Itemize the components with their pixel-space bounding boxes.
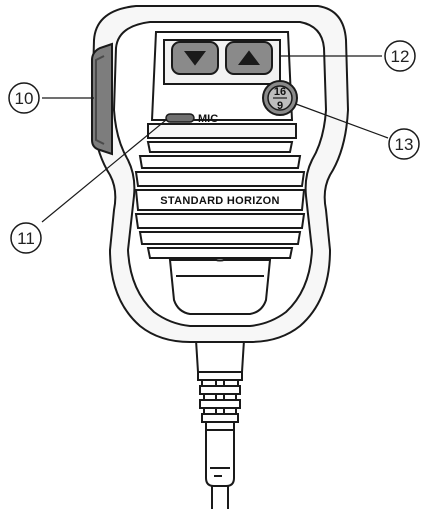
callout-10: 10 [8, 82, 40, 114]
triangle-up-icon [238, 50, 260, 65]
channel-16-9-button[interactable]: 16 9 [262, 80, 298, 116]
ptt-side-button[interactable] [91, 42, 113, 156]
mic-led [165, 113, 195, 123]
callout-13-label: 13 [395, 135, 414, 154]
callout-12-label: 12 [391, 47, 410, 66]
callout-11: 11 [10, 222, 42, 254]
channel-button-top-label: 16 [274, 86, 286, 98]
speaker-grille [134, 141, 306, 259]
callout-12: 12 [384, 40, 416, 72]
triangle-down-icon [184, 51, 206, 66]
cable [205, 427, 235, 509]
up-button[interactable] [225, 41, 273, 75]
strain-relief [194, 339, 246, 431]
callout-13: 13 [388, 128, 420, 160]
channel-button-bottom-label: 9 [277, 100, 283, 112]
mic-label: MIC [198, 113, 218, 125]
callout-11-label: 11 [17, 229, 35, 248]
brand-label: STANDARD HORIZON [160, 195, 279, 207]
down-button[interactable] [171, 41, 219, 75]
callout-10-label: 10 [15, 89, 34, 108]
mic-indicator: MIC [165, 113, 218, 125]
leader-lines [41, 55, 389, 223]
